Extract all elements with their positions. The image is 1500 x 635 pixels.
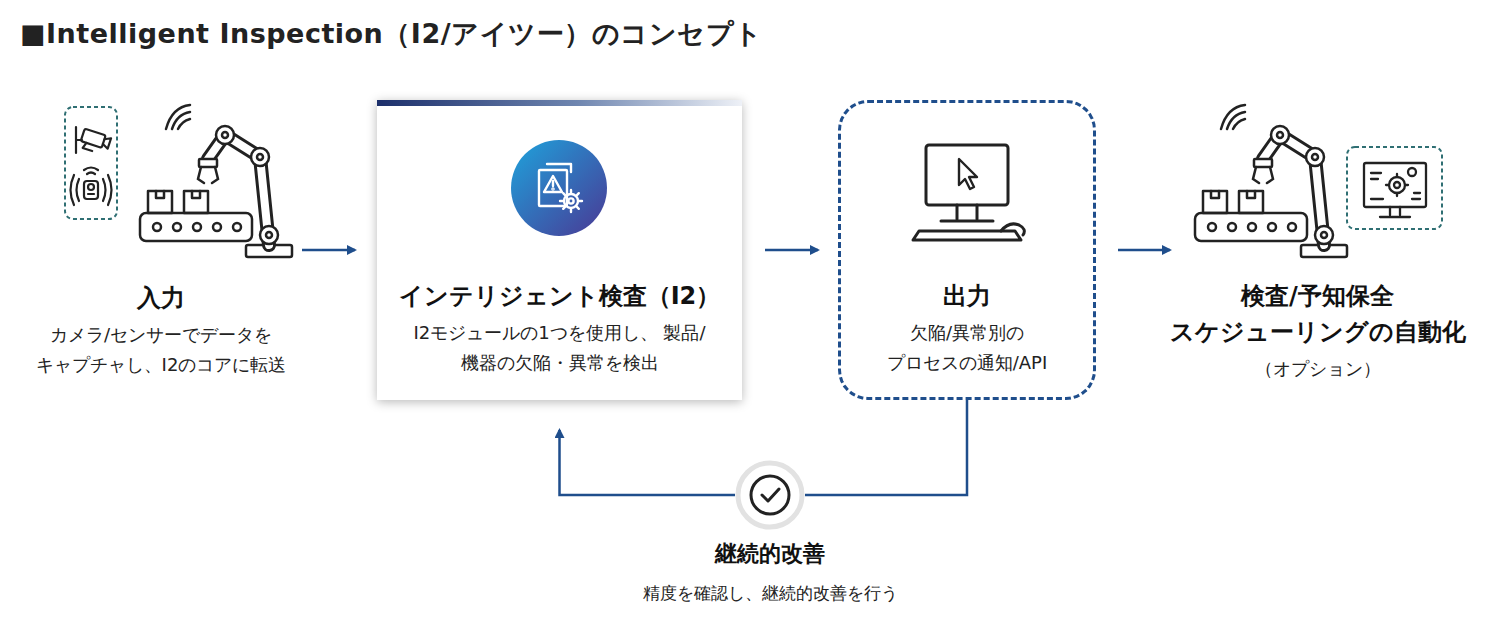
illustration-part [762,489,779,501]
illustration-part [71,175,112,205]
process-box: インテリジェント検査（I2） I2モジュールの1つを使用し、 製品/機器の欠陥・異… [377,100,742,400]
illustration-part [1394,182,1400,188]
node-heading: 出力 [841,278,1093,314]
illustration-part [959,159,977,189]
input-node: 入力カメラ/センサーでデータを キャプチャし、I2のコアに転送 [20,95,302,385]
illustration-part [84,181,98,199]
illustration-part [926,145,1008,205]
node-description: 精度を確認し、継続的改善を行う [600,578,940,608]
flow-connector [1118,249,1170,252]
automation-node: 検査/予知保全 スケジューリングの自動化 （オプション） [1150,95,1485,395]
monitor-icon [841,103,1093,278]
illustration-part [84,168,98,175]
illustration-part [1195,105,1347,257]
node-heading: インテリジェント検査（I2） [377,278,742,314]
output-box: 出力欠陥/異常別の プロセスの通知/API [838,100,1096,400]
node-description: 欠陥/異常別の プロセスの通知/API [841,318,1093,378]
illustration-part [1364,163,1426,207]
node-heading: 入力 [20,280,302,316]
illustration-part [751,476,789,514]
illustration-part [1347,147,1442,229]
node-heading: 検査/予知保全 スケジューリングの自動化 [1150,278,1485,350]
diagram-title: ■Intelligent Inspection（I2/アイツー）のコンセプト [20,16,763,52]
illustration-part [1389,177,1405,193]
illustration-part [560,190,582,212]
illustration-part [539,164,582,212]
illustration-part [913,145,1024,240]
illustration-part [65,107,117,219]
gradient-bar [377,100,742,106]
node-heading: 継続的改善 [600,536,940,572]
illustration-part [941,205,993,221]
illustration-part [1386,174,1408,196]
illustration-part [1408,168,1416,176]
illustration-part [1001,224,1024,235]
node-description: I2モジュールの1つを使用し、 製品/機器の欠陥・異常を検出 [377,318,742,378]
illustration-part [511,140,607,236]
improvement-node: 継続的改善精度を確認し、継続的改善を行う [600,458,940,628]
illustration-part [738,463,802,527]
illustration-part [102,136,111,148]
illustration-part [544,176,562,192]
illustration-part [568,198,573,203]
illustration-part [1380,207,1410,217]
check-circle [735,460,805,530]
illustration-part [552,181,554,186]
input-illustration [20,95,302,270]
illustration-part [552,188,553,189]
illustration-part [913,231,1021,240]
illustration-part [140,105,292,257]
flow-connector [765,249,818,252]
flow-connector [560,430,736,495]
illustration-part [88,184,94,190]
flow-connector [302,249,355,252]
automation-illustration [1150,95,1485,270]
node-description: （オプション） [1150,354,1485,384]
illustration-part [77,179,106,201]
illustration-part [83,142,94,151]
node-description: カメラ/センサーでデータを キャプチャし、I2のコアに転送 [20,320,302,380]
flow-connector [805,400,967,495]
illustration-part [79,129,112,156]
inspection-icon [509,138,609,238]
illustration-part [88,193,94,195]
illustration-part [71,127,112,205]
illustration-part [1364,163,1426,217]
